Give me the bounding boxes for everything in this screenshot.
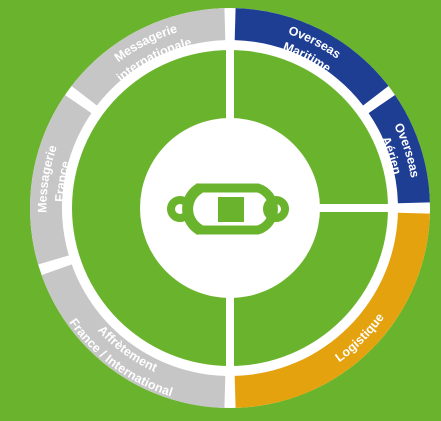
logo-body [196, 183, 278, 235]
logo-right-ring [263, 196, 289, 222]
segment-overseas-maritime[interactable] [234, 8, 389, 106]
chain-link-logo-icon [167, 183, 289, 235]
segment-messagerie-france[interactable] [30, 95, 92, 265]
segment-overseas-aerien[interactable] [368, 95, 430, 204]
logo-center-block [218, 197, 244, 222]
segment-affretement[interactable] [41, 264, 226, 408]
segment-logistique[interactable] [234, 212, 430, 408]
logo-left-arc [182, 183, 204, 235]
segment-messagerie-internationale[interactable] [71, 8, 226, 106]
